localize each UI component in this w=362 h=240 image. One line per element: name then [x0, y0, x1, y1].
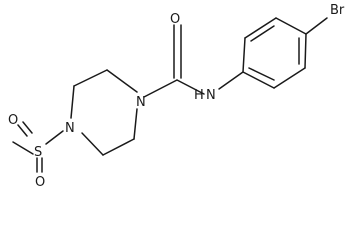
bond-ar-6-inner — [248, 67, 275, 81]
bond-c-upper-n1 — [106, 69, 138, 93]
bond-c-lower — [102, 138, 135, 156]
bond-n1-c-lower-right — [133, 108, 138, 140]
bond-ar-3 — [275, 17, 307, 35]
bond-ar-6 — [242, 71, 275, 89]
bond-c-br — [305, 17, 328, 35]
atom-n1-piperazine: N — [136, 95, 146, 110]
bond-carbonyl-c-nh — [176, 79, 205, 95]
atom-labels: Br O N H N N S O O — [8, 3, 345, 190]
atom-h-amide: H — [194, 88, 204, 103]
bond-s-n4 — [45, 130, 64, 145]
bond-nh-aryl — [218, 71, 244, 90]
bond-s-o-left-1 — [17, 124, 28, 137]
bond-ar-2-inner — [250, 25, 275, 42]
atom-s: S — [34, 145, 42, 160]
atom-o-sulfonyl-bottom: O — [35, 175, 45, 190]
bond-ar-5 — [273, 67, 306, 89]
structure-svg: Br O N H N N S O O — [8, 3, 345, 190]
bond-ar-4 — [304, 33, 307, 69]
atom-o-sulfonyl-left: O — [8, 113, 18, 128]
bond-n1-carbonyl-c — [143, 79, 178, 98]
atom-n4-piperazine: N — [65, 121, 75, 136]
bond-c-lower-n4 — [81, 132, 104, 156]
bond-lines — [12, 17, 328, 173]
bond-methyl-s — [12, 141, 34, 155]
bond-c-upper — [73, 69, 108, 87]
atom-o-carbonyl: O — [170, 12, 180, 27]
molecule-diagram: Br O N H N N S O O — [8, 3, 345, 190]
bond-n4-c-upper-left — [70, 85, 75, 119]
atom-br: Br — [330, 3, 345, 18]
bond-s-o-left-2 — [22, 121, 33, 134]
bond-ar-2 — [244, 17, 277, 39]
atom-n-amide: N — [206, 88, 216, 103]
bond-ar-1 — [242, 37, 246, 73]
